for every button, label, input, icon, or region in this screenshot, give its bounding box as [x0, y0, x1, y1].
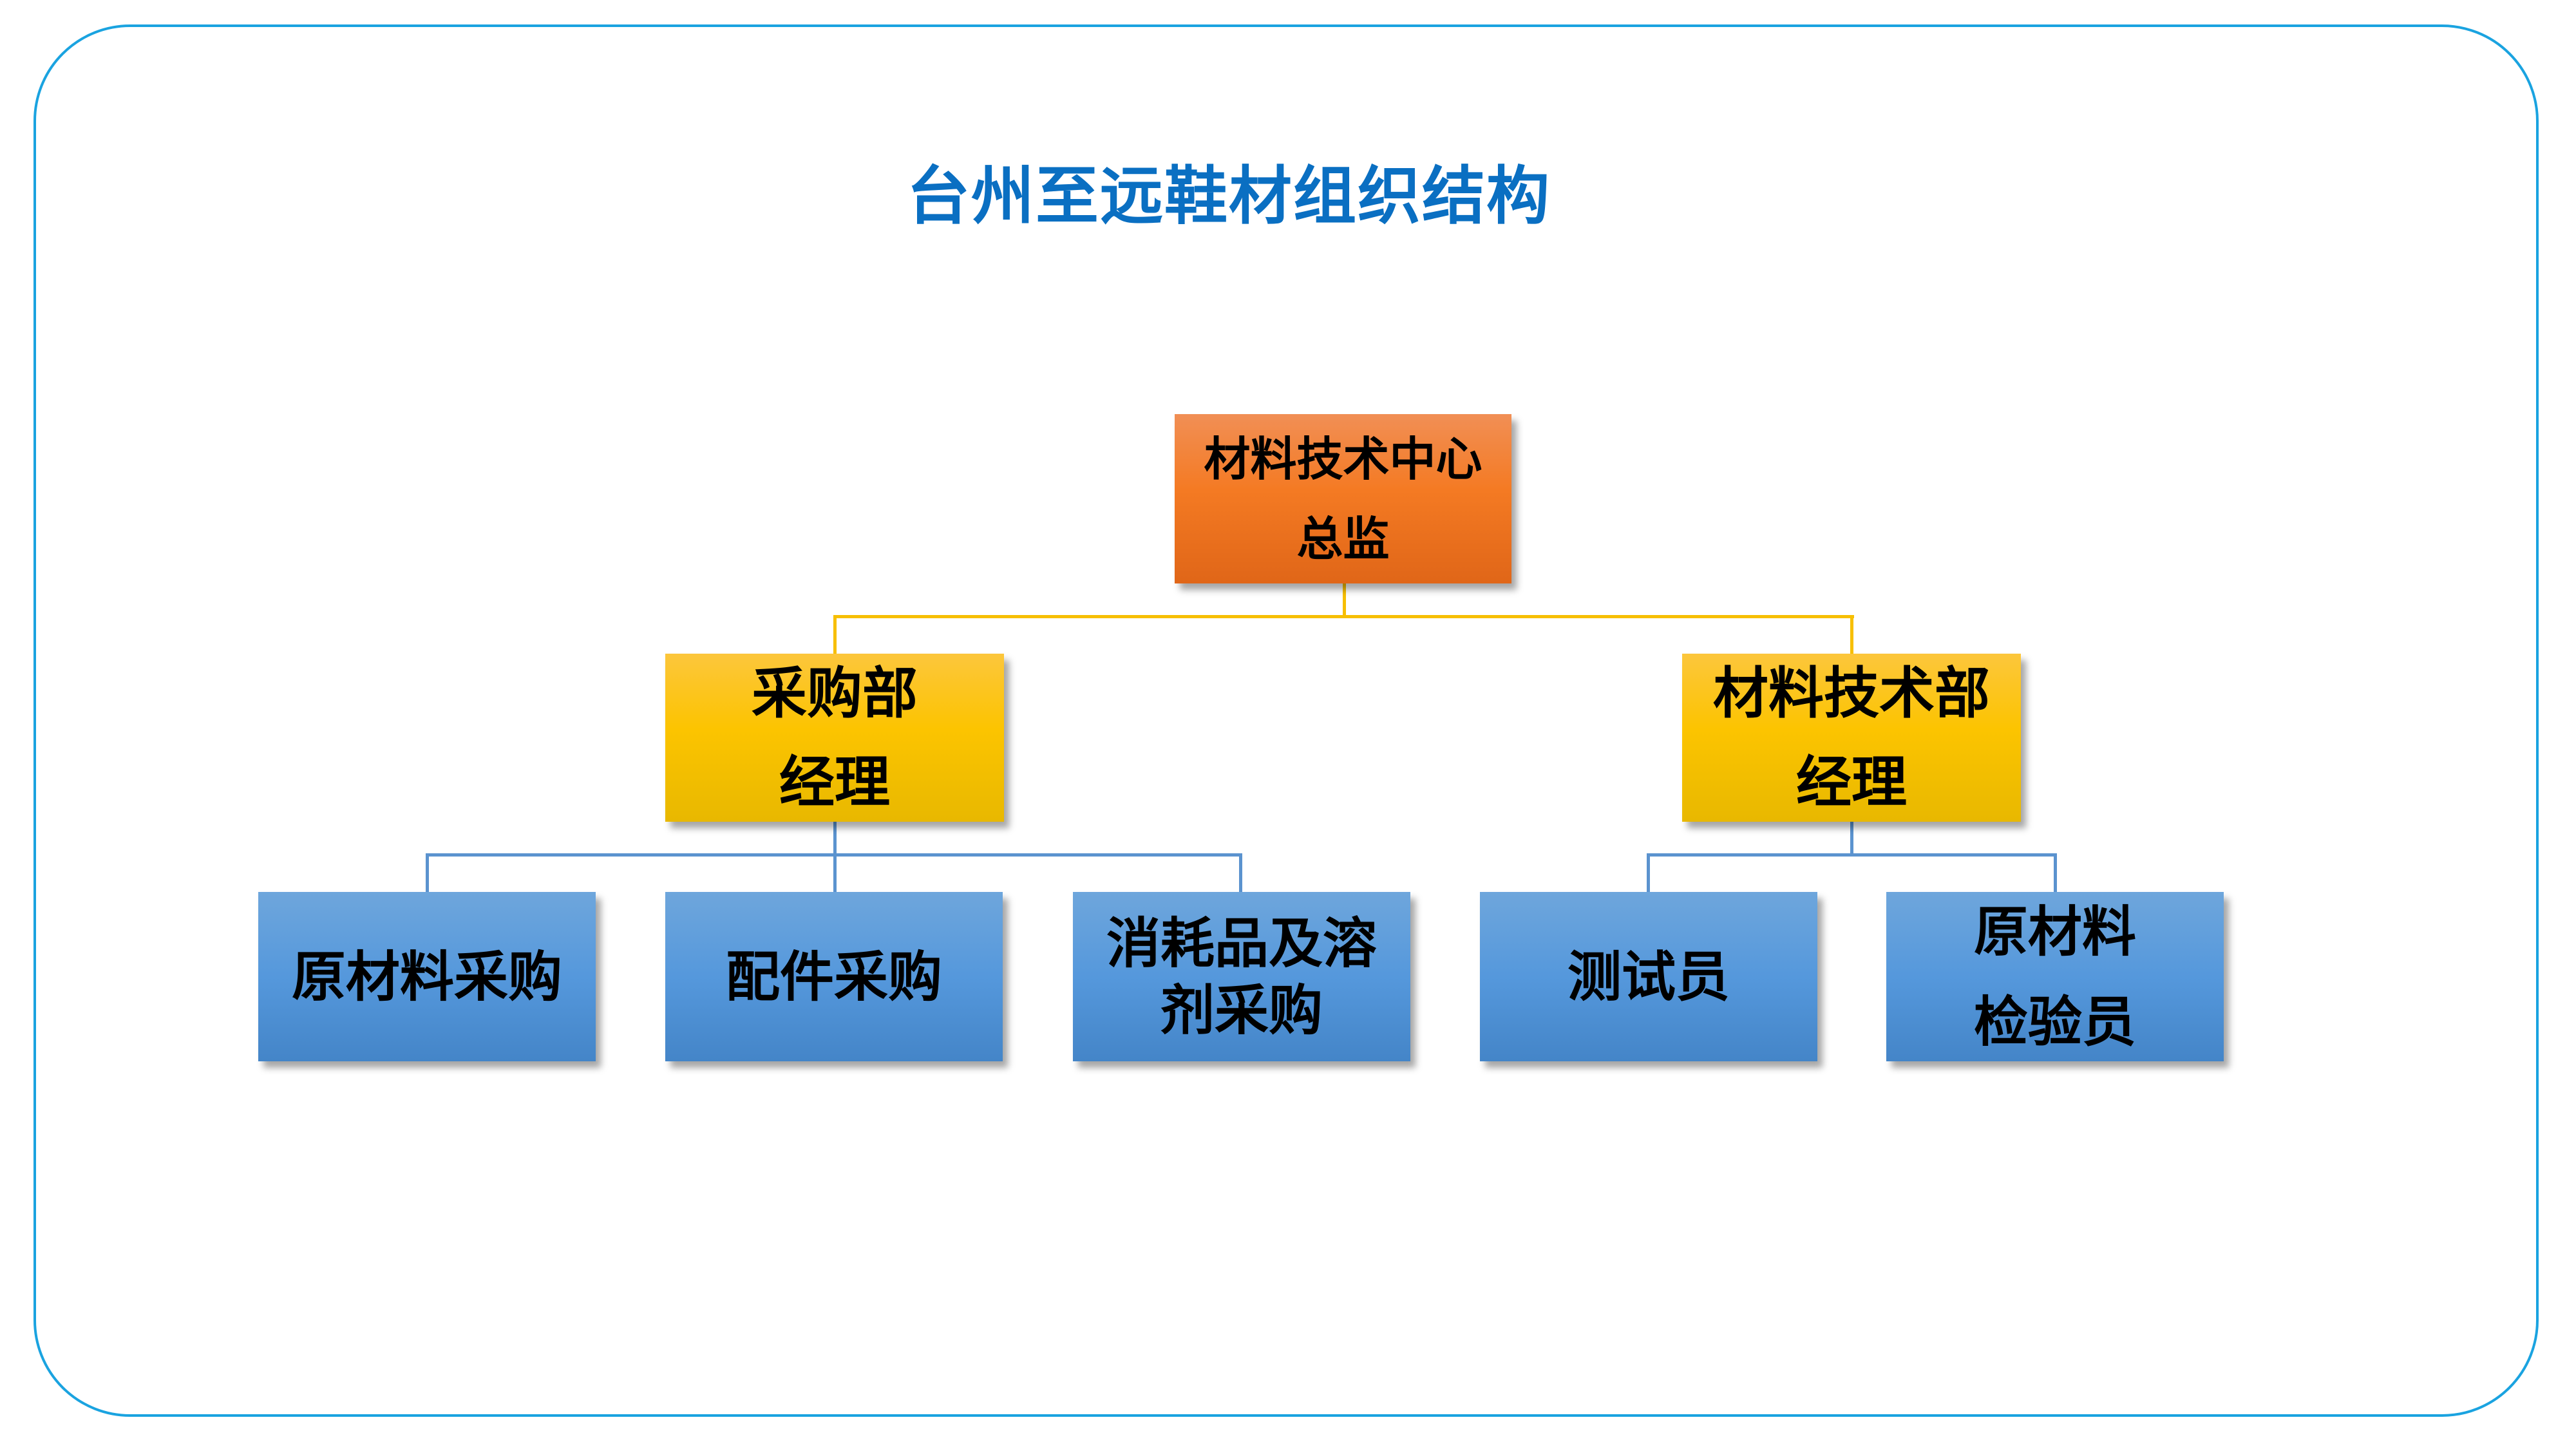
connector-line [833, 822, 837, 892]
connector-line [2054, 853, 2057, 892]
box-line: 配件采购 [725, 945, 942, 1009]
box-line: 消耗品及溶 [1106, 911, 1377, 975]
connector-line [1850, 822, 1853, 855]
connector-line [1343, 583, 1346, 617]
staff-box-tester: 测试员 [1480, 892, 1817, 1061]
connector-line [1647, 853, 1650, 892]
box-line: 原材料采购 [291, 945, 562, 1009]
box-line: 采购部 [752, 661, 918, 726]
connector-line [1850, 615, 1853, 654]
connector-line [426, 853, 1242, 857]
box-line: 经理 [779, 750, 890, 815]
slide-border [33, 24, 2539, 1417]
connector-line [833, 615, 837, 654]
box-line: 材料技术中心 [1204, 431, 1482, 486]
staff-box-raw-material-purchase: 原材料采购 [258, 892, 596, 1061]
box-line: 总监 [1296, 511, 1390, 566]
staff-box-parts-purchase: 配件采购 [665, 892, 1003, 1061]
staff-box-consumables-purchase: 消耗品及溶 剂采购 [1073, 892, 1410, 1061]
box-line: 检验员 [1973, 990, 2136, 1054]
connector-line [426, 853, 429, 892]
box-line: 测试员 [1567, 945, 1730, 1009]
connector-line [1647, 853, 2057, 857]
box-line: 材料技术部 [1713, 661, 1990, 726]
box-line: 剂采购 [1160, 978, 1323, 1042]
box-line: 原材料 [1973, 900, 2136, 963]
tech-manager-box: 材料技术部 经理 [1682, 654, 2021, 822]
page-title: 台州至远鞋材组织结构 [906, 160, 1551, 233]
director-box: 材料技术中心 总监 [1175, 414, 1511, 583]
connector-line [1239, 853, 1242, 892]
staff-box-inspector: 原材料 检验员 [1886, 892, 2224, 1061]
connector-line [833, 615, 1854, 618]
box-line: 经理 [1796, 750, 1907, 815]
purchasing-manager-box: 采购部 经理 [665, 654, 1004, 822]
